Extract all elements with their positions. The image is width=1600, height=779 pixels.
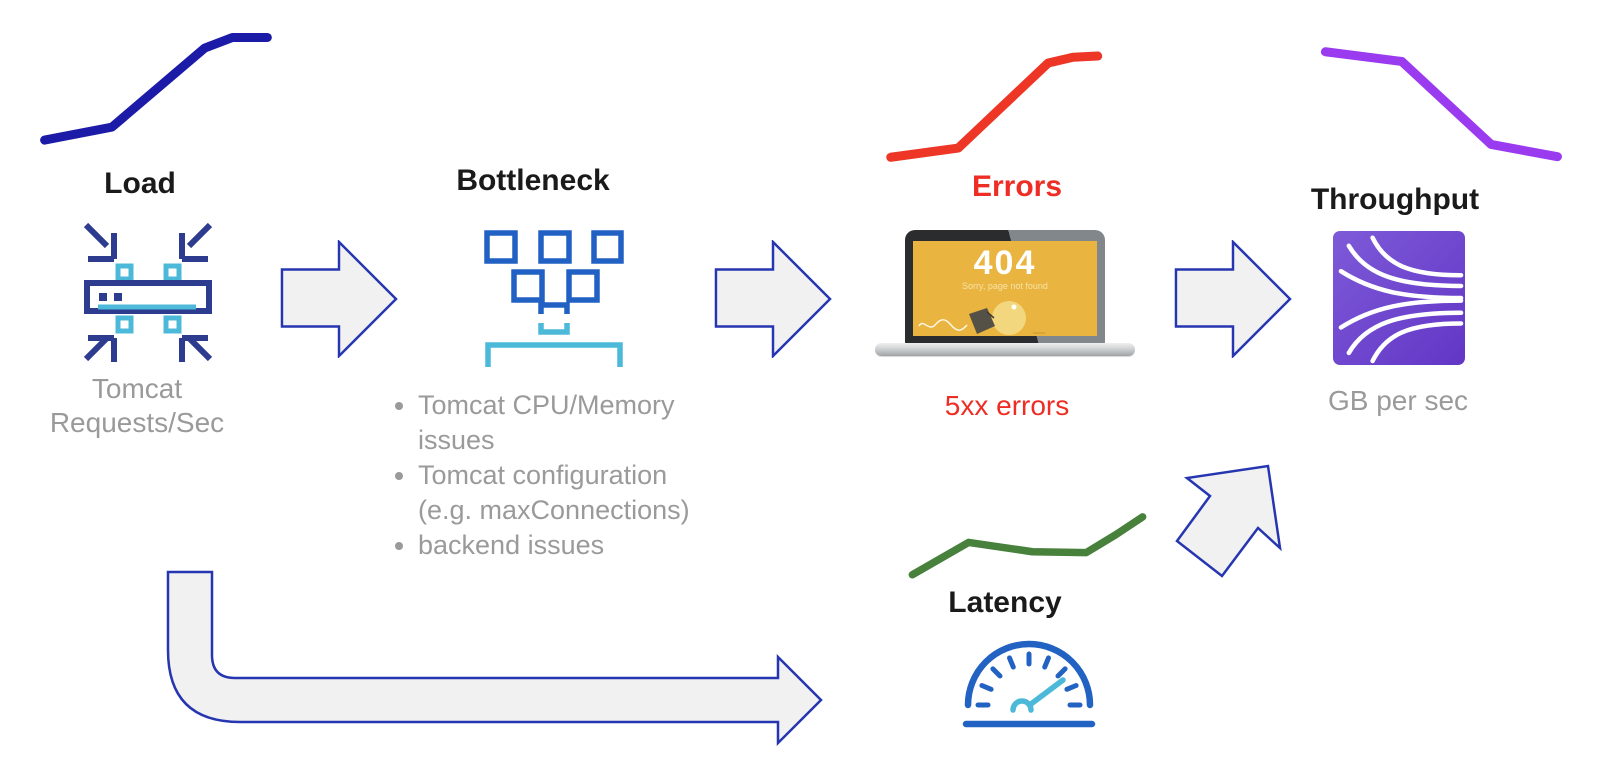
error-404-text: 404 (973, 244, 1037, 282)
laptop-404-page: 404 Sorry, page not found (913, 241, 1097, 336)
errors-trend-chart (875, 48, 1100, 163)
bottleneck-title: Bottleneck (456, 164, 610, 197)
arrow-errors-to-throughput (1174, 240, 1292, 358)
load-trend-chart (40, 28, 272, 146)
errors-title: Errors (971, 170, 1063, 203)
speedometer-icon (962, 640, 1096, 728)
throughput-title: Throughput (1310, 183, 1480, 216)
throughput-trend-chart (1305, 42, 1560, 164)
arrow-load-to-latency (166, 570, 823, 747)
laptop-illustration: 404 Sorry, page not found (875, 230, 1135, 358)
arrow-load-to-bottleneck (280, 240, 398, 358)
list-item: backend issues (418, 528, 728, 563)
stream-lines-icon (1333, 231, 1465, 365)
load-caption-line2: Requests/Sec (49, 407, 225, 438)
bottleneck-icon (484, 230, 624, 367)
bottleneck-causes-list: Tomcat CPU/Memory issues Tomcat configur… (372, 388, 728, 563)
load-balancer-icon (83, 222, 213, 362)
errors-caption: 5xx errors (944, 390, 1070, 421)
unplugged-bulb-icon (918, 301, 1045, 335)
throughput-caption: GB per sec (1327, 385, 1469, 416)
load-title: Load (104, 167, 176, 200)
error-404-message: Sorry, page not found (962, 281, 1048, 291)
laptop-screen: 404 Sorry, page not found (905, 230, 1105, 344)
laptop-base (875, 343, 1135, 356)
list-item: Tomcat configuration (e.g. maxConnection… (418, 458, 728, 528)
load-caption-line1: Tomcat (91, 373, 183, 404)
throughput-icon (1333, 231, 1465, 365)
list-item: Tomcat CPU/Memory issues (418, 388, 728, 458)
arrow-latency-to-errors (1175, 464, 1282, 578)
latency-title: Latency (948, 586, 1062, 619)
latency-trend-chart (905, 505, 1150, 590)
load-caption: Tomcat Requests/Sec (50, 372, 224, 440)
arrow-bottleneck-to-errors (714, 240, 832, 358)
